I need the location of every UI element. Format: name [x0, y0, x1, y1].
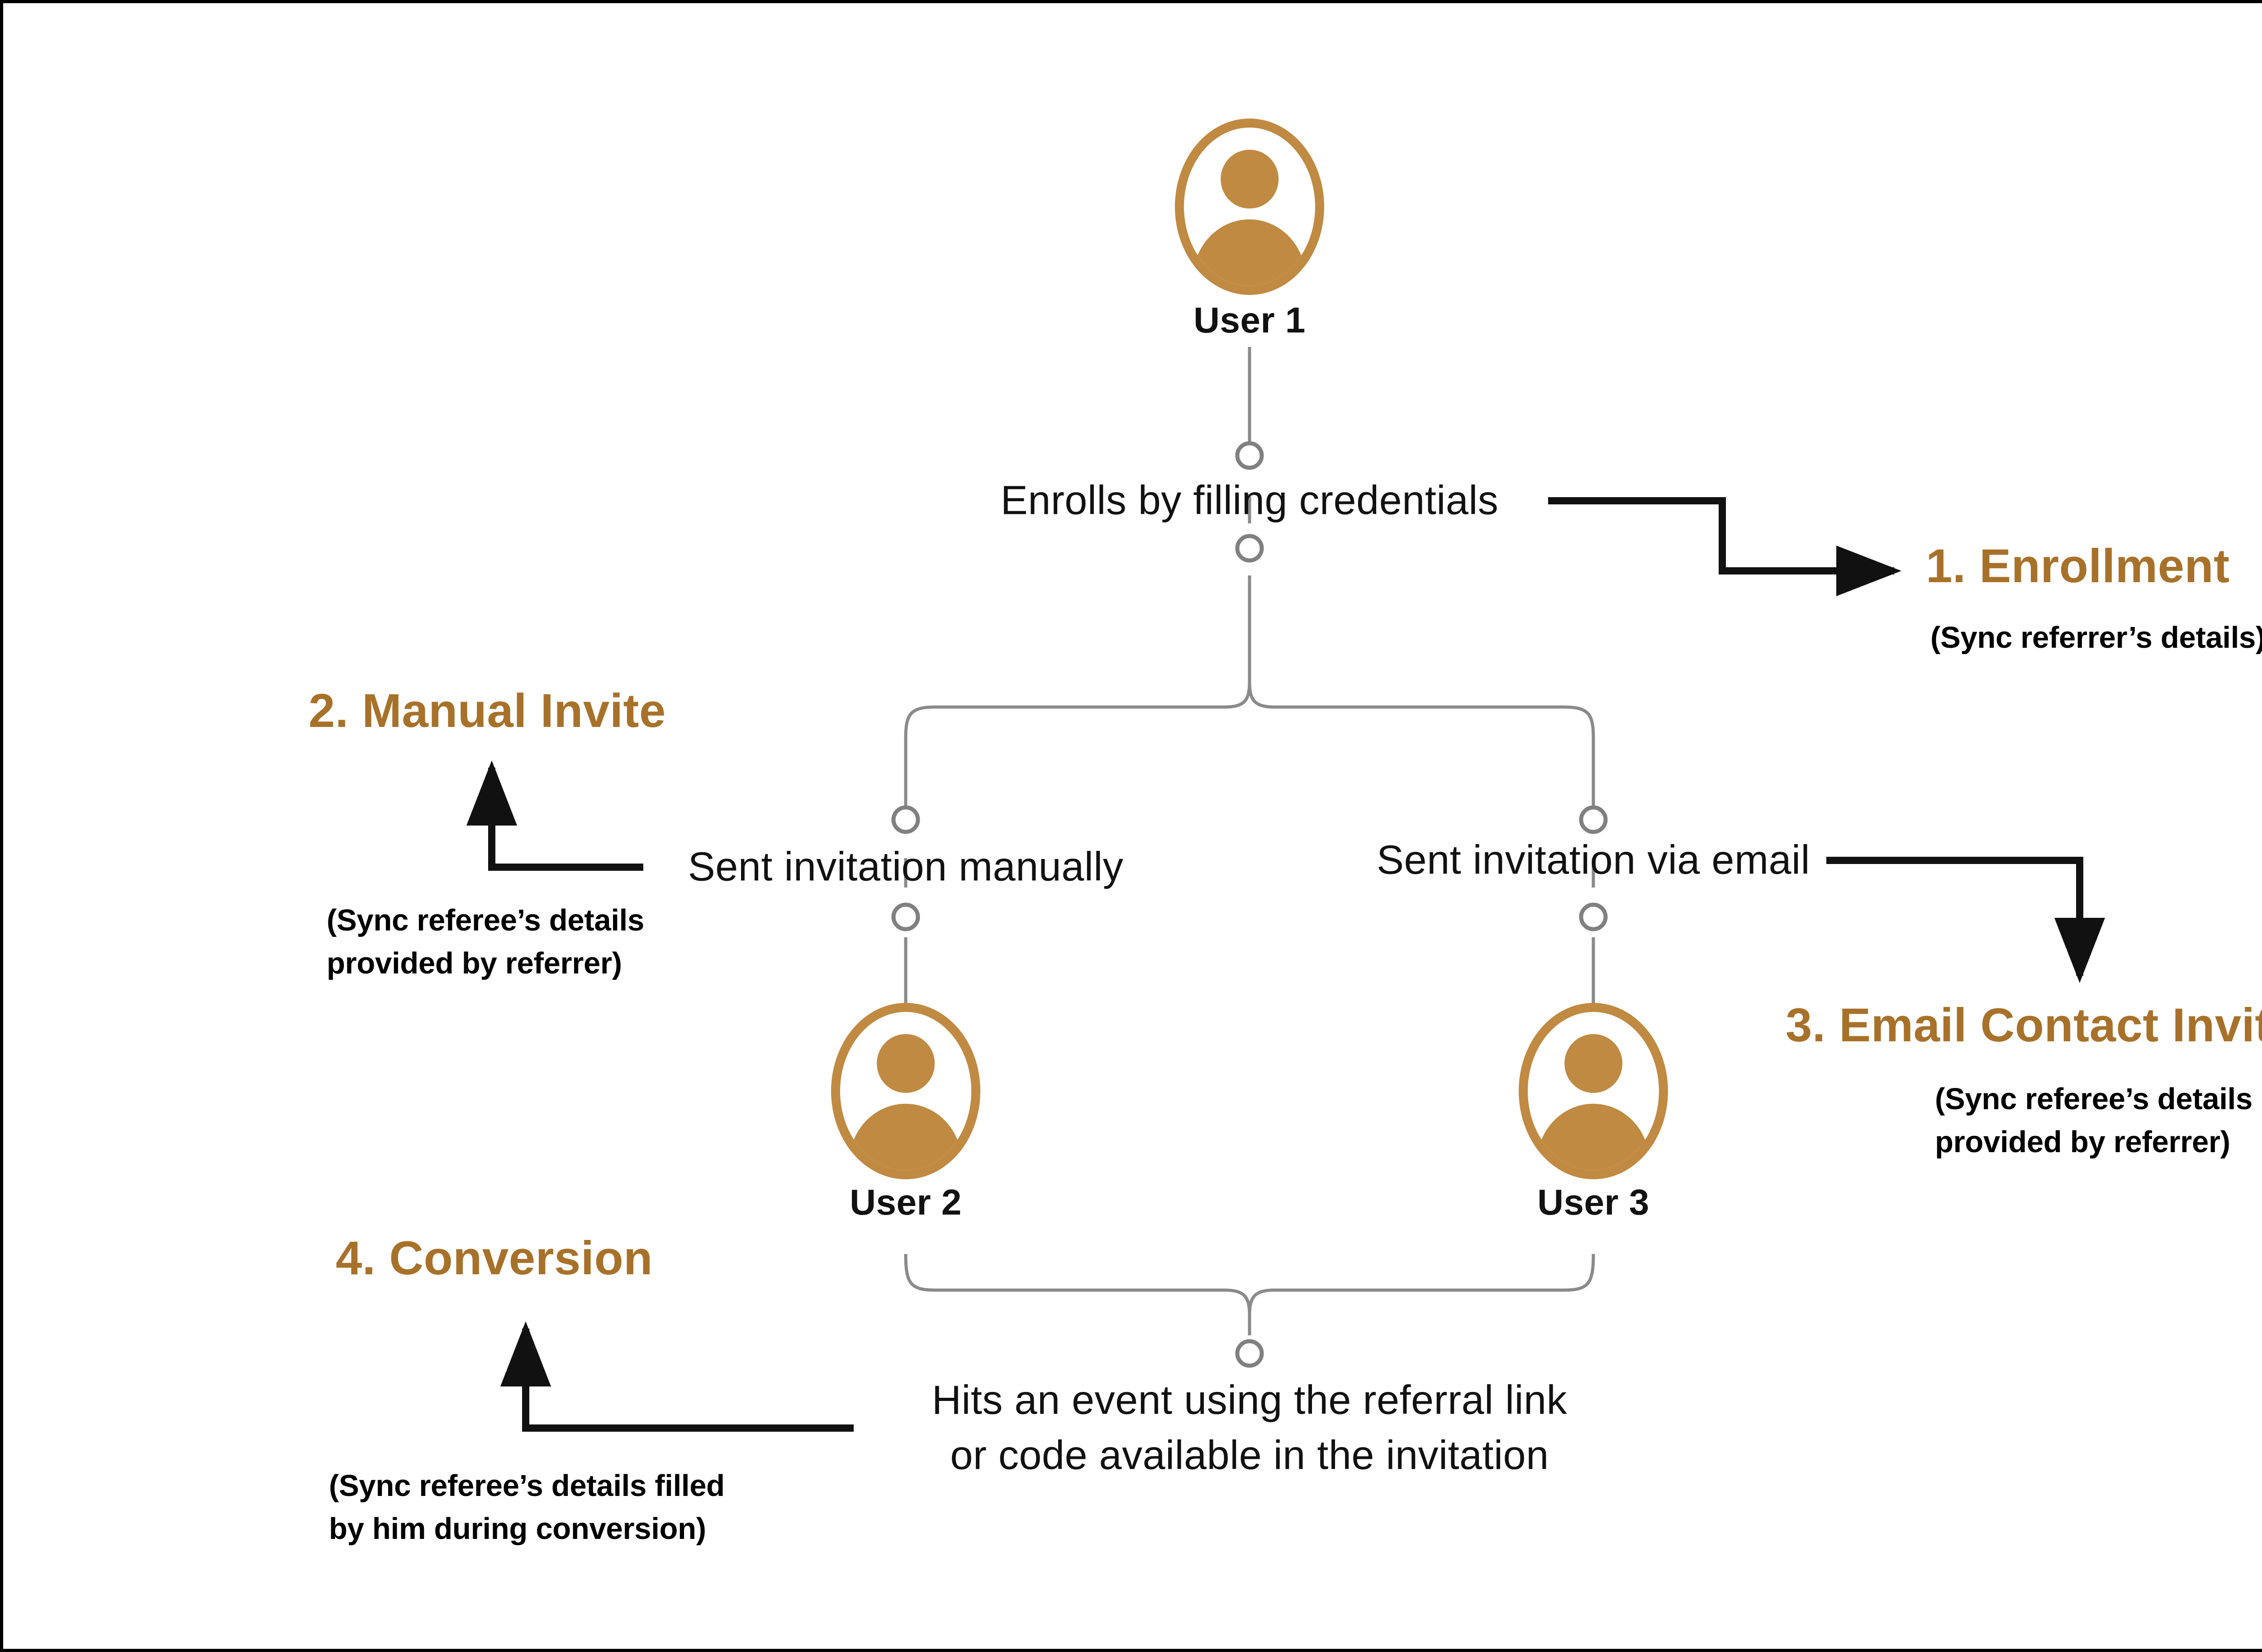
user1-label: User 1 — [1193, 300, 1306, 340]
stage-title-enrollment: 1. Enrollment — [1926, 540, 2230, 593]
avatar-user1 — [1175, 119, 1324, 295]
flow-step-enroll: Enrolls by filling credentials — [1000, 478, 1499, 523]
stage-note-enrollment-line1: (Sync referrer’s details) — [1930, 621, 2262, 655]
user3-label: User 3 — [1537, 1182, 1649, 1222]
arrow-to-enrollment — [1548, 497, 1901, 596]
avatar-figure-icon — [1184, 128, 1315, 286]
avatar-user2 — [831, 1003, 980, 1179]
arrow-to-conversion — [500, 1321, 854, 1432]
flow-step-conversion-line1: Hits an event using the referral link — [931, 1377, 1568, 1423]
flow-step-conversion-line2: or code available in the invitation — [950, 1433, 1549, 1478]
stage-note-email-contact-invite-line1: (Sync referee’s details — [1935, 1082, 2252, 1116]
stage-note-email-contact-invite-line2: provided by referrer) — [1935, 1125, 2230, 1159]
stage-note-manual-invite: (Sync referee’s details provided by refe… — [327, 899, 644, 985]
stage-note-conversion-line1: (Sync referee’s details filled — [329, 1469, 725, 1503]
flow-step-email-invite: Sent invitation via email — [1377, 837, 1810, 883]
flow-node-manual-bottom — [891, 902, 920, 931]
arrow-to-email-contact-invite — [1826, 857, 2105, 983]
flow-step-manual-invite: Sent invitation manually — [688, 844, 1124, 890]
flow-node-manual-top — [891, 805, 920, 834]
stage-note-manual-invite-line2: provided by referrer) — [327, 946, 622, 981]
stage-note-conversion: (Sync referee’s details filled by him du… — [329, 1464, 725, 1550]
stage-title-email-contact-invite: 3. Email Contact Invite — [1786, 999, 2262, 1052]
link-split-right — [1248, 681, 1595, 806]
stage-note-email-contact-invite: (Sync referee’s details provided by refe… — [1935, 1078, 2252, 1163]
avatar-figure-icon — [840, 1012, 971, 1170]
flow-node-conversion — [1235, 1339, 1264, 1368]
stage-note-enrollment: (Sync referrer’s details) — [1930, 616, 2262, 659]
flow-node-enroll-bottom — [1235, 534, 1264, 563]
link-merge-left — [904, 1253, 1251, 1335]
stage-title-conversion: 4. Conversion — [336, 1232, 653, 1285]
flow-node-email-bottom — [1579, 902, 1608, 931]
user2-label: User 2 — [850, 1182, 962, 1222]
stage-note-manual-invite-line1: (Sync referee’s details — [327, 903, 644, 937]
flow-node-enroll-top — [1235, 441, 1264, 470]
stage-title-manual-invite: 2. Manual Invite — [309, 684, 666, 737]
avatar-user3 — [1519, 1003, 1668, 1179]
link-split-left — [904, 575, 1251, 806]
link-merge-right — [1248, 1253, 1595, 1335]
flow-step-conversion: Hits an event using the referral link or… — [932, 1373, 1567, 1483]
arrow-to-manual-invite — [466, 760, 643, 871]
stage-note-conversion-line2: by him during conversion) — [329, 1512, 706, 1546]
flow-node-email-top — [1579, 805, 1608, 834]
avatar-figure-icon — [1528, 1012, 1659, 1170]
